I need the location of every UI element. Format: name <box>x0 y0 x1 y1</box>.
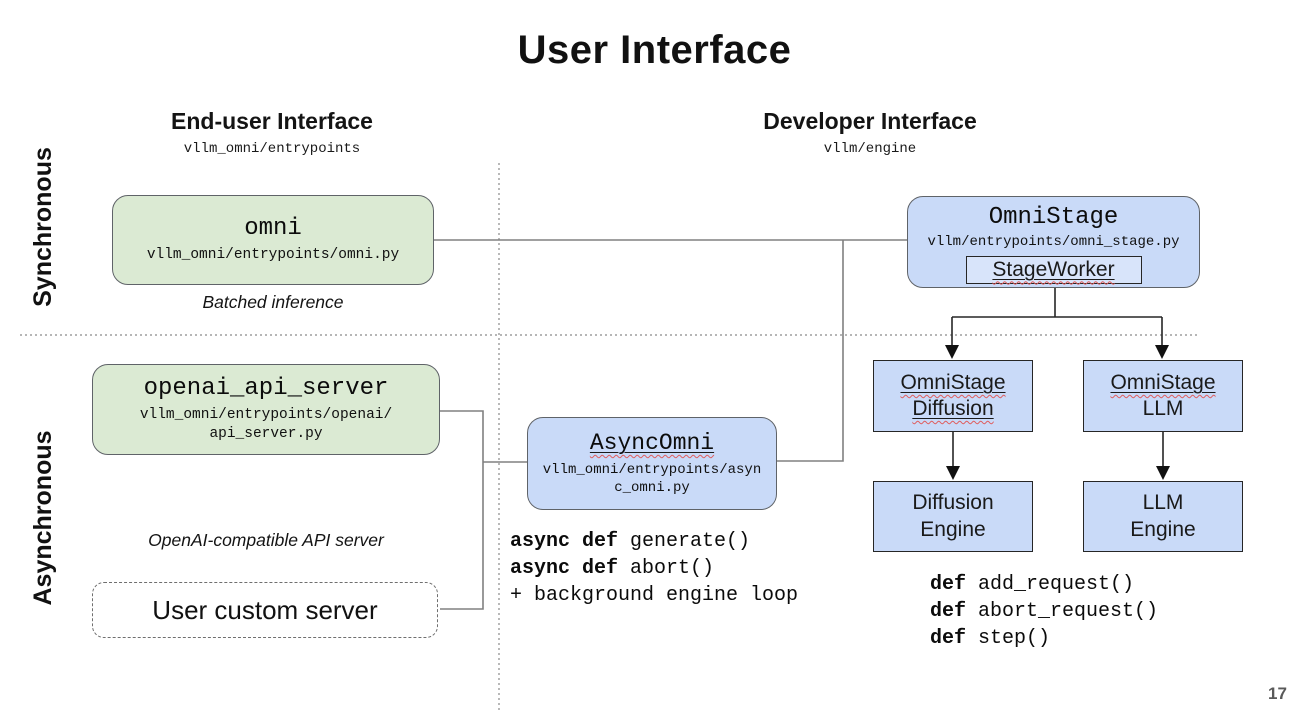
code-rest: abort() <box>618 557 715 580</box>
async-omni-path-line2: c_omni.py <box>614 479 690 496</box>
code-keyword: def <box>930 573 967 596</box>
code-line: def add_request() <box>930 571 1158 598</box>
arrowhead-llm-engine <box>1156 466 1170 480</box>
page-title: User Interface <box>517 28 792 72</box>
asynchronous-row-label: Asynchronous <box>29 430 57 606</box>
connector-asyncomni-join <box>777 240 844 462</box>
code-rest: + background engine loop <box>510 584 799 607</box>
sync-methods-code: def add_request() def abort_request() de… <box>930 571 1158 652</box>
code-rest: add_request() <box>966 573 1135 596</box>
openai-api-server-path-line1: vllm_omni/entrypoints/openai/ <box>139 407 393 424</box>
omni-stage-diffusion-line2: Diffusion <box>912 397 994 420</box>
user-custom-server-box: User custom server <box>92 582 438 638</box>
omni-stage-box: OmniStage vllm/entrypoints/omni_stage.py… <box>907 196 1200 288</box>
async-omni-title: AsyncOmni <box>589 430 715 457</box>
developer-section-header: Developer Interface vllm/engine <box>690 108 1050 157</box>
synchronous-row-label: Synchronous <box>29 147 57 307</box>
connector-openai-trunk <box>440 410 484 610</box>
end-user-subtitle: vllm_omni/entrypoints <box>183 141 361 157</box>
openai-api-server-title: openai_api_server <box>143 374 389 402</box>
page-number: 17 <box>1268 684 1287 703</box>
omni-box: omni vllm_omni/entrypoints/omni.py <box>112 195 434 285</box>
diffusion-engine-box: Diffusion Engine <box>873 481 1033 552</box>
llm-engine-box: LLM Engine <box>1083 481 1243 552</box>
openai-compatible-caption: OpenAI-compatible API server <box>148 530 384 550</box>
omni-stage-llm-line1: OmniStage <box>1110 370 1216 394</box>
code-rest: generate() <box>618 530 751 553</box>
code-keyword: def <box>930 600 967 623</box>
batched-inference-caption: Batched inference <box>202 292 344 312</box>
omni-stage-llm-line2: LLM <box>1142 397 1184 420</box>
omni-stage-diffusion-line1: OmniStage <box>900 370 1006 394</box>
omni-stage-title: OmniStage <box>988 204 1119 231</box>
arrowhead-llm-stage <box>1155 345 1169 359</box>
developer-subtitle: vllm/engine <box>823 141 917 157</box>
diffusion-engine-line2: Engine <box>920 517 986 541</box>
end-user-section-header: End-user Interface vllm_omni/entrypoints <box>92 108 452 157</box>
openai-api-server-path-line2: api_server.py <box>209 426 323 443</box>
user-custom-server-label: User custom server <box>152 594 378 625</box>
omni-box-title: omni <box>244 214 302 242</box>
arrowhead-diffusion-engine <box>946 466 960 480</box>
diffusion-engine-line1: Diffusion <box>912 491 994 515</box>
code-keyword: async def <box>510 557 619 580</box>
async-omni-box: AsyncOmni vllm_omni/entrypoints/asyn c_o… <box>527 417 777 510</box>
code-rest: abort_request() <box>966 600 1159 623</box>
code-line: async def abort() <box>510 555 798 582</box>
code-keyword: def <box>930 627 967 650</box>
openai-api-server-box: openai_api_server vllm_omni/entrypoints/… <box>92 364 440 455</box>
code-rest: step() <box>966 627 1051 650</box>
code-line: def step() <box>930 625 1158 652</box>
arrowhead-diffusion-stage <box>945 345 959 359</box>
code-line: async def generate() <box>510 528 798 555</box>
async-methods-code: async def generate() async def abort() +… <box>510 528 798 609</box>
llm-engine-line2: Engine <box>1130 517 1196 541</box>
code-line: + background engine loop <box>510 582 798 609</box>
stage-worker-box: StageWorker <box>965 255 1142 284</box>
code-line: def abort_request() <box>930 598 1158 625</box>
stage-worker-label: StageWorker <box>992 257 1115 281</box>
end-user-title: End-user Interface <box>171 108 373 134</box>
code-keyword: async def <box>510 530 619 553</box>
omni-stage-llm-box: OmniStage LLM <box>1083 360 1243 432</box>
omni-stage-diffusion-box: OmniStage Diffusion <box>873 360 1033 432</box>
llm-engine-line1: LLM <box>1142 491 1184 515</box>
omni-stage-path: vllm/entrypoints/omni_stage.py <box>927 233 1180 250</box>
developer-title: Developer Interface <box>763 108 977 134</box>
async-omni-path-line1: vllm_omni/entrypoints/asyn <box>542 461 762 478</box>
omni-box-path: vllm_omni/entrypoints/omni.py <box>146 247 400 264</box>
